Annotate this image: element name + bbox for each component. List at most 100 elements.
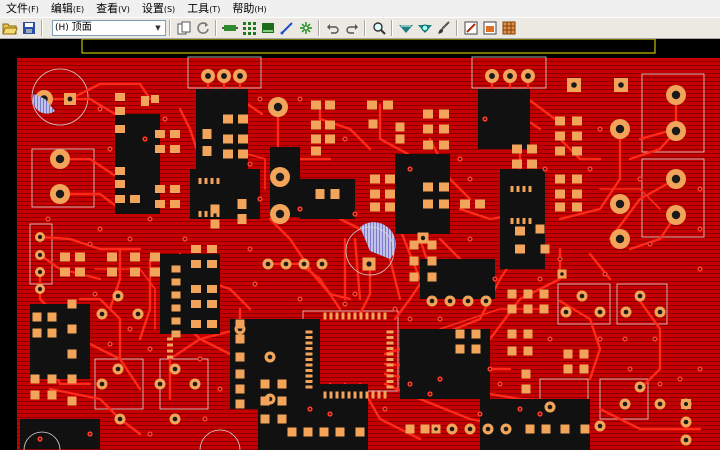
smd-pad[interactable]: [580, 424, 590, 434]
smd-pad[interactable]: [475, 199, 485, 209]
smd-pad[interactable]: [238, 134, 248, 144]
smd-pad[interactable]: [423, 124, 433, 134]
smd-pad[interactable]: [335, 427, 345, 437]
smd-pad[interactable]: [423, 109, 433, 119]
smd-pad[interactable]: [541, 424, 551, 434]
smd-pad[interactable]: [455, 344, 465, 354]
smd-pad[interactable]: [204, 178, 208, 184]
smd-pad[interactable]: [32, 328, 42, 338]
smd-pad[interactable]: [67, 396, 77, 406]
smd-pad[interactable]: [386, 374, 394, 378]
smd-pad[interactable]: [287, 427, 297, 437]
smd-pad[interactable]: [347, 312, 351, 320]
smd-pad[interactable]: [238, 149, 248, 159]
smd-pad[interactable]: [386, 352, 394, 356]
menu-item-2[interactable]: 查看(V): [90, 0, 136, 18]
smd-pad[interactable]: [207, 320, 217, 328]
smd-pad[interactable]: [507, 304, 517, 314]
smd-pad[interactable]: [579, 364, 589, 374]
smd-pad[interactable]: [353, 391, 357, 399]
smd-pad[interactable]: [515, 244, 525, 254]
smd-pad[interactable]: [198, 211, 202, 217]
smd-pad[interactable]: [512, 159, 522, 169]
smd-pad[interactable]: [359, 312, 363, 320]
smd-pad[interactable]: [171, 278, 181, 286]
smd-pad[interactable]: [60, 252, 70, 262]
smd-pad[interactable]: [371, 312, 375, 320]
smd-pad[interactable]: [423, 182, 433, 192]
smd-pad[interactable]: [167, 343, 173, 347]
smd-pad[interactable]: [237, 214, 247, 224]
smd-pad[interactable]: [572, 189, 582, 199]
via-icon[interactable]: [297, 19, 315, 37]
smd-pad[interactable]: [523, 289, 533, 299]
smd-pad[interactable]: [423, 199, 433, 209]
smd-pad[interactable]: [368, 119, 378, 129]
pattern-icon[interactable]: [500, 19, 518, 37]
smd-pad[interactable]: [30, 374, 40, 384]
smd-pad[interactable]: [171, 304, 181, 312]
smd-pad[interactable]: [216, 211, 220, 217]
smd-pad[interactable]: [507, 329, 517, 339]
smd-pad[interactable]: [191, 300, 201, 308]
smd-pad[interactable]: [365, 391, 369, 399]
smd-pad[interactable]: [383, 391, 387, 399]
smd-pad[interactable]: [329, 391, 333, 399]
smd-pad[interactable]: [311, 134, 321, 144]
smd-pad[interactable]: [572, 116, 582, 126]
smd-pad[interactable]: [47, 390, 57, 400]
smd-pad[interactable]: [67, 349, 77, 359]
smd-pad[interactable]: [303, 427, 313, 437]
smd-pad[interactable]: [130, 267, 140, 277]
smd-pad[interactable]: [507, 346, 517, 356]
smd-pad[interactable]: [341, 391, 345, 399]
smd-pad[interactable]: [423, 140, 433, 150]
smd-pad[interactable]: [365, 312, 369, 320]
smd-pad[interactable]: [191, 285, 201, 293]
pcb-canvas[interactable]: [0, 39, 720, 450]
smd-pad[interactable]: [555, 189, 565, 199]
smd-pad[interactable]: [455, 329, 465, 339]
smd-pad[interactable]: [171, 330, 181, 338]
smd-pad[interactable]: [167, 349, 173, 353]
smd-pad[interactable]: [167, 355, 173, 359]
smd-pad[interactable]: [47, 374, 57, 384]
open-folder-icon[interactable]: [1, 19, 19, 37]
smd-pad[interactable]: [260, 396, 270, 406]
zoom-icon[interactable]: [370, 19, 388, 37]
smd-pad[interactable]: [353, 312, 357, 320]
smd-pad[interactable]: [167, 337, 173, 341]
smd-pad[interactable]: [198, 178, 202, 184]
net-icon[interactable]: [397, 19, 415, 37]
smd-pad[interactable]: [539, 289, 549, 299]
smd-pad[interactable]: [528, 186, 532, 192]
smd-pad[interactable]: [355, 427, 365, 437]
smd-pad[interactable]: [516, 186, 520, 192]
smd-pad[interactable]: [305, 380, 313, 383]
smd-pad[interactable]: [235, 334, 245, 344]
smd-pad[interactable]: [223, 134, 233, 144]
smd-pad[interactable]: [115, 167, 125, 175]
smd-pad[interactable]: [107, 252, 117, 262]
menu-item-5[interactable]: 帮助(H): [226, 0, 272, 18]
smd-pad[interactable]: [386, 380, 394, 383]
smd-pad[interactable]: [171, 317, 181, 325]
smd-pad[interactable]: [386, 347, 394, 350]
smd-pad[interactable]: [409, 256, 419, 266]
smd-pad[interactable]: [427, 240, 437, 250]
smd-pad[interactable]: [238, 114, 248, 124]
smd-pad[interactable]: [60, 267, 70, 277]
smd-pad[interactable]: [107, 267, 117, 277]
smd-pad[interactable]: [115, 93, 125, 101]
smd-pad[interactable]: [325, 134, 335, 144]
smd-pad[interactable]: [371, 391, 375, 399]
smd-pad[interactable]: [323, 391, 327, 399]
smd-pad[interactable]: [385, 202, 395, 212]
smd-pad[interactable]: [386, 336, 394, 339]
smd-pad[interactable]: [460, 199, 470, 209]
smd-pad[interactable]: [305, 358, 313, 361]
chevron-down-icon[interactable]: ▼: [155, 24, 161, 32]
smd-pad[interactable]: [560, 424, 570, 434]
smd-pad[interactable]: [471, 344, 481, 354]
smd-pad[interactable]: [67, 324, 77, 334]
